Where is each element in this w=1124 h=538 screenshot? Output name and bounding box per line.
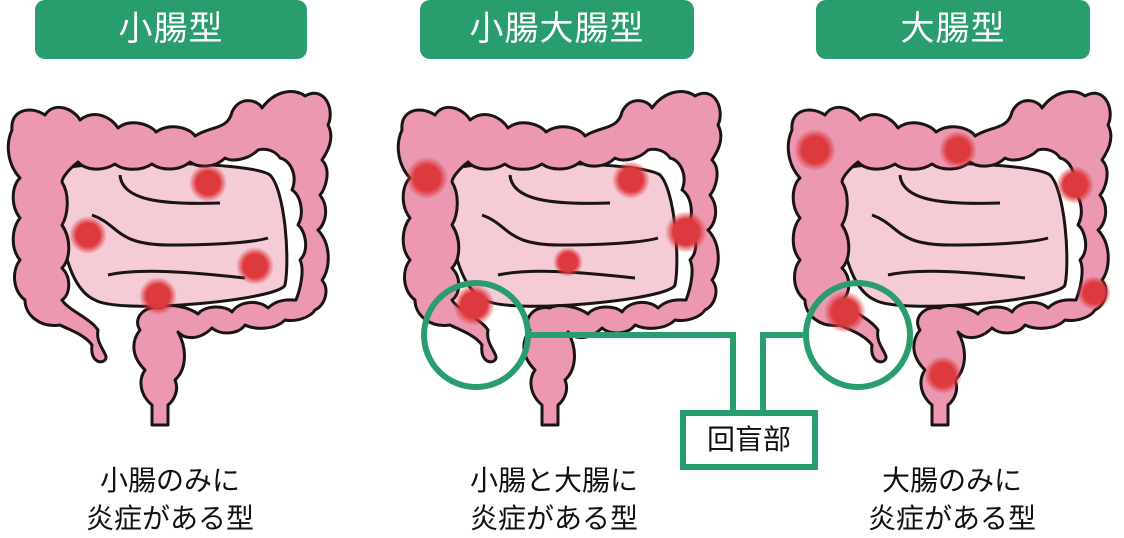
inflammation-spot (453, 284, 495, 326)
inflammation-spot (139, 277, 177, 315)
caption-line-2: 炎症がある型 (85, 502, 254, 535)
inflammation-spot (553, 247, 583, 277)
inflammation-spot (824, 291, 866, 333)
caption-small-and-large-intestine-type: 小腸と大腸に 炎症がある型 (424, 462, 684, 538)
caption-line-1: 小腸のみに (99, 464, 240, 497)
panel-small-intestine-type (6, 90, 333, 427)
inflammation-spot (665, 211, 707, 253)
callout-connector-right (760, 332, 806, 412)
caption-large-intestine-type: 大腸のみに 炎症がある型 (822, 462, 1082, 538)
inflammation-spot (1077, 276, 1111, 310)
caption-line-1: 大腸のみに (881, 464, 1022, 497)
inflammation-spot (794, 129, 836, 171)
inflammation-spot (189, 164, 227, 202)
inflammation-spot (939, 131, 977, 169)
title-large-intestine-type: 大腸型 (816, 0, 1090, 59)
inflammation-spot (612, 161, 650, 199)
title-small-intestine-type: 小腸型 (35, 0, 307, 59)
ileocecal-highlight-circle (421, 280, 531, 390)
caption-line-2: 炎症がある型 (469, 502, 638, 535)
panel-small-and-large-intestine-type (396, 90, 723, 427)
title-small-and-large-intestine-type: 小腸大腸型 (420, 0, 694, 59)
caption-line-2: 炎症がある型 (867, 502, 1036, 535)
inflammation-spot (69, 216, 107, 254)
caption-small-intestine-type: 小腸のみに 炎症がある型 (40, 462, 300, 538)
panel-large-intestine-type (786, 90, 1113, 427)
inflammation-spot (236, 247, 274, 285)
inflammation-spot (924, 356, 962, 394)
inflammation-spot (406, 157, 448, 199)
callout-connector-left (529, 332, 736, 412)
ileocecal-callout-label: 回盲部 (680, 410, 818, 470)
caption-line-1: 小腸と大腸に (469, 464, 638, 497)
inflammation-spot (1056, 166, 1094, 204)
